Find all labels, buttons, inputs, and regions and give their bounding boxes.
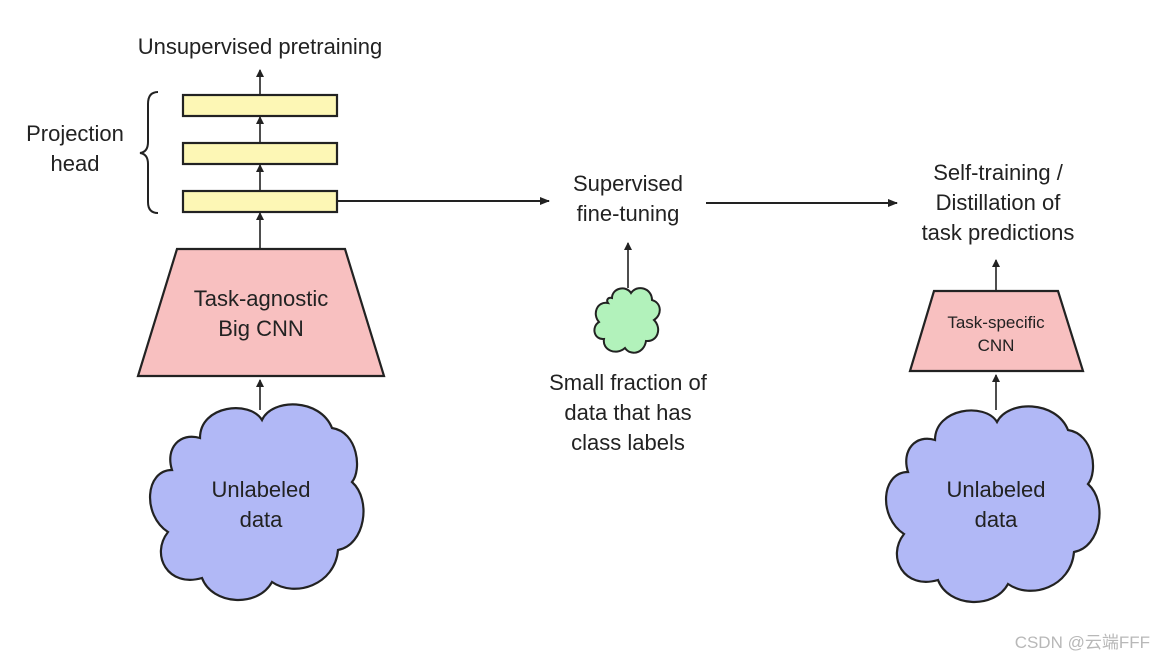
finetuning-label-line1: Supervised (573, 171, 683, 196)
unlabeled-data-cloud-right (884, 405, 1101, 604)
big-cnn-label-line2: Big CNN (218, 316, 304, 341)
unlabeled-left-label-line2: data (240, 507, 284, 532)
unlabeled-left-label-line1: Unlabeled (211, 477, 310, 502)
unsupervised-pretraining-label: Unsupervised pretraining (138, 34, 383, 59)
projection-layer-bottom (181, 189, 339, 214)
projection-head-label-line1: Projection (26, 121, 124, 146)
projection-layer-top (181, 93, 339, 118)
unlabeled-right-label-line2: data (975, 507, 1019, 532)
small-fraction-label-line1: Small fraction of (549, 370, 708, 395)
labeled-data-cloud (593, 287, 661, 354)
task-specific-cnn-block (908, 289, 1085, 373)
unlabeled-right-label-line1: Unlabeled (946, 477, 1045, 502)
finetuning-label-line2: fine-tuning (577, 201, 680, 226)
watermark: CSDN @云端FFF (1014, 633, 1150, 652)
task-agnostic-cnn-block (136, 247, 386, 378)
self-training-label-line3: task predictions (922, 220, 1075, 245)
self-training-label-line2: Distillation of (936, 190, 1062, 215)
projection-head-brace (139, 91, 159, 214)
small-fraction-label-line2: data that has (564, 400, 691, 425)
self-training-label-line1: Self-training / (933, 160, 1064, 185)
small-fraction-label-line3: class labels (571, 430, 685, 455)
task-specific-label-line2: CNN (978, 336, 1015, 355)
big-cnn-label-line1: Task-agnostic (194, 286, 329, 311)
projection-head-label-line2: head (51, 151, 100, 176)
projection-layer-middle (181, 141, 339, 166)
task-specific-label-line1: Task-specific (947, 313, 1045, 332)
unlabeled-data-cloud-left (148, 403, 365, 602)
